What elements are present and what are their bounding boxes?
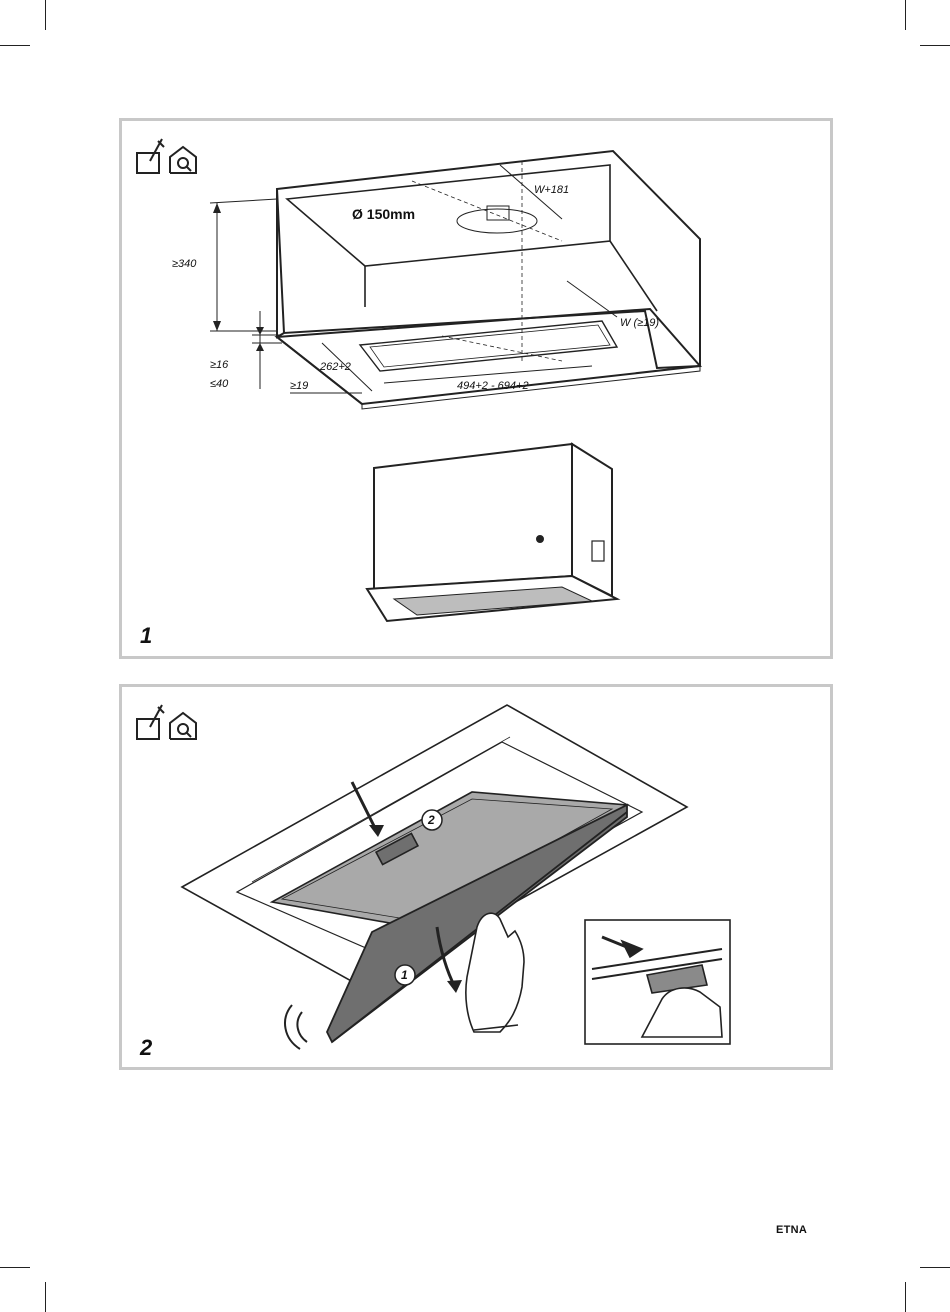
- hood-install-icon: [137, 705, 164, 739]
- crop-mark: [920, 45, 950, 46]
- crop-mark: [920, 1267, 950, 1268]
- hood-unit-drawing: [367, 444, 617, 621]
- dimension-lines: [210, 165, 617, 393]
- figure-1-installation-dimensions: Ø 150mm W+181 ≥340 W (≥19) ≥16 ≤40 ≥19 2…: [119, 118, 833, 659]
- min-16-label: ≥16: [210, 359, 229, 371]
- crop-mark: [905, 1282, 906, 1312]
- crop-mark: [905, 0, 906, 30]
- figure-2-drawing: 1 2: [122, 687, 830, 1067]
- min-height-340-label: ≥340: [172, 258, 197, 270]
- step-callout-1: 1: [395, 965, 415, 985]
- house-icon: [170, 713, 196, 739]
- crop-mark: [45, 1282, 46, 1312]
- figure-1-drawing: Ø 150mm W+181 ≥340 W (≥19) ≥16 ≤40 ≥19 2…: [122, 121, 830, 656]
- latch-detail-inset: [585, 920, 730, 1044]
- crop-mark: [0, 1267, 30, 1268]
- step-callout-2: 2: [422, 810, 442, 830]
- brand-logo-text: ETNA: [776, 1224, 807, 1236]
- depth-262-label: 262+2: [319, 361, 351, 373]
- cutout-width-label: 494+2 - 694+2: [457, 380, 529, 392]
- crop-mark: [0, 45, 30, 46]
- width-plus-181-label: W+181: [534, 184, 569, 196]
- crop-mark: [45, 0, 46, 30]
- svg-text:2: 2: [427, 813, 435, 827]
- house-icon: [170, 147, 196, 173]
- figure-number: 2: [140, 1035, 152, 1061]
- svg-text:1: 1: [401, 968, 408, 982]
- width-min-19-label: W (≥19): [620, 317, 659, 329]
- brand-logo: ETNA: [776, 1224, 807, 1236]
- figure-number: 1: [140, 623, 152, 649]
- dimension-arrows: [213, 203, 264, 351]
- figure-2-filter-removal: 1 2 2: [119, 684, 833, 1070]
- min-19-label: ≥19: [290, 380, 308, 392]
- hood-install-icon: [137, 139, 164, 173]
- duct-diameter-label: Ø 150mm: [352, 206, 415, 222]
- max-40-label: ≤40: [210, 378, 229, 390]
